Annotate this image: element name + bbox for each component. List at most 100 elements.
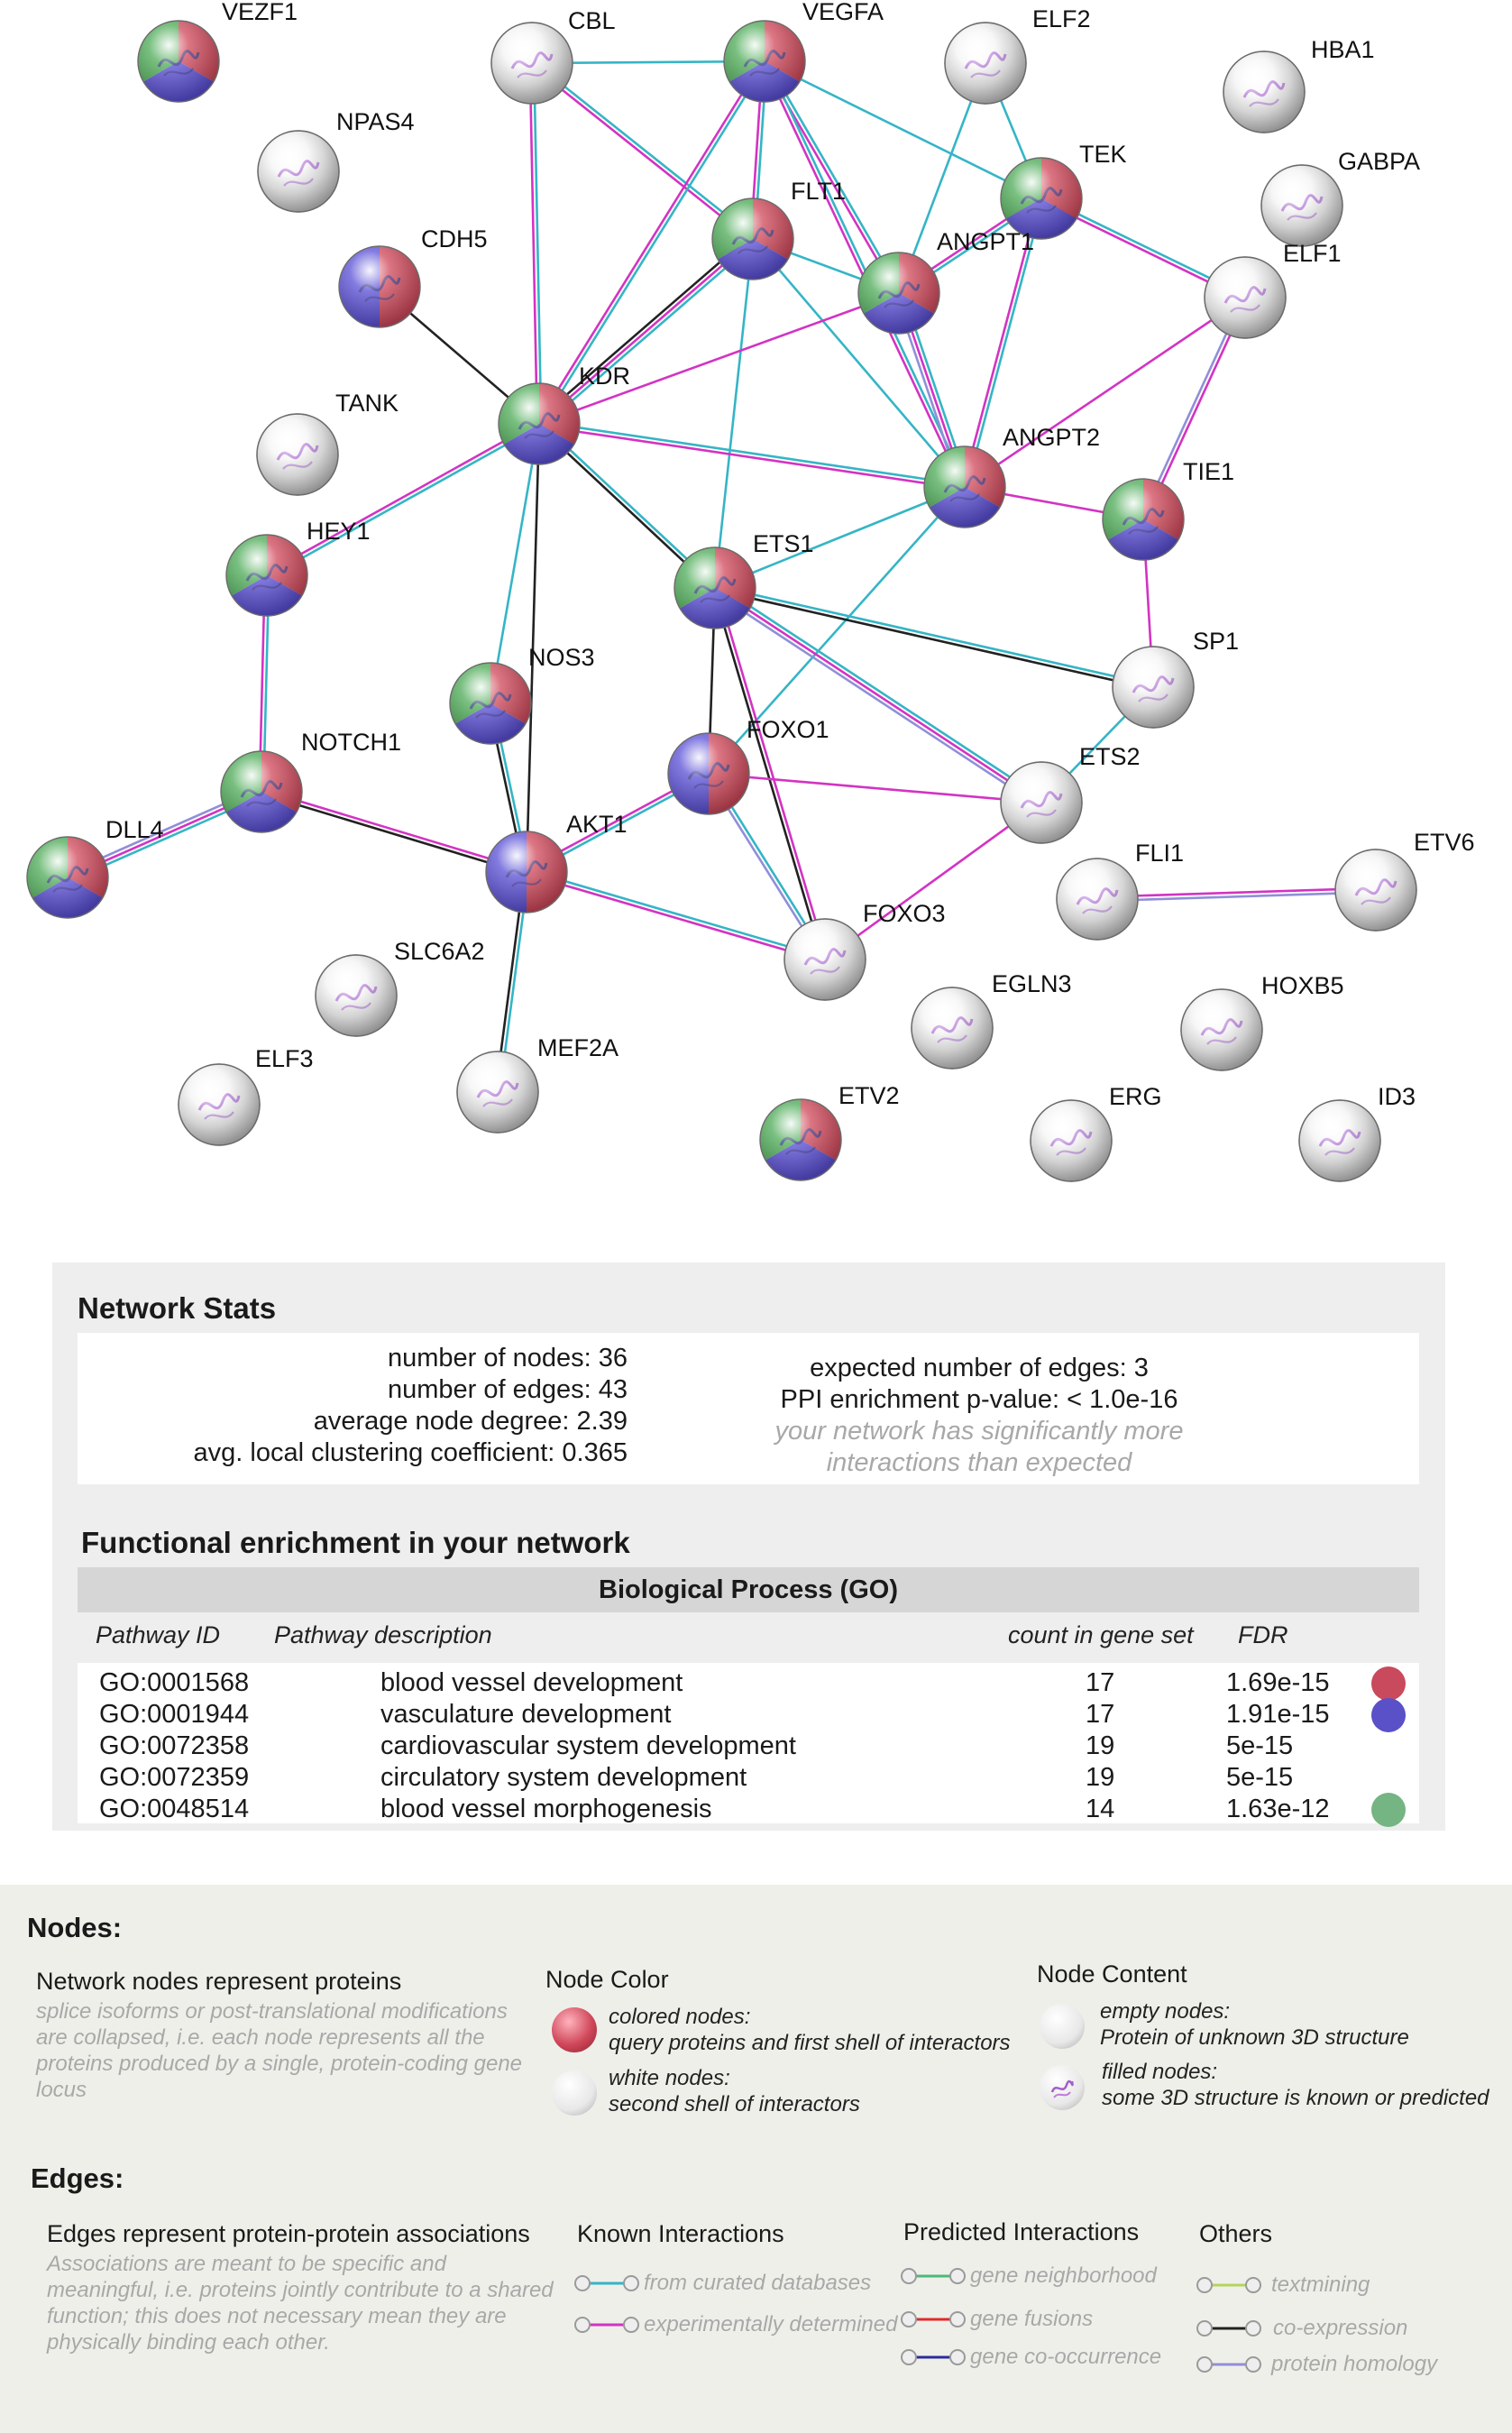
node-label: ID3	[1378, 1083, 1416, 1110]
node-tek[interactable]: TEK	[1000, 141, 1127, 240]
category-color-dot[interactable]	[1371, 1666, 1406, 1701]
node-elf3[interactable]: ELF3	[178, 1045, 314, 1146]
node-label: NOTCH1	[301, 729, 401, 756]
table-row[interactable]: GO:0072359 circulatory system developmen…	[78, 1763, 1419, 1795]
node-mef2a[interactable]: MEF2A	[456, 1034, 619, 1134]
pathway-description: blood vessel development	[380, 1668, 683, 1697]
node-kdr[interactable]: KDR	[498, 363, 630, 465]
network-edge[interactable]	[529, 60, 756, 242]
node-vezf1[interactable]: VEZF1	[137, 0, 298, 103]
col-header-fdr: FDR	[1238, 1621, 1288, 1648]
node-label: FOXO3	[863, 900, 946, 927]
node-fli1[interactable]: FLI1	[1056, 840, 1184, 941]
network-edge[interactable]	[1096, 886, 1377, 903]
network-edge[interactable]	[824, 801, 1042, 961]
network-edge[interactable]	[538, 420, 966, 491]
edge-line-db	[489, 423, 541, 704]
edge-curated-databases-icon	[574, 2275, 639, 2291]
network-edge[interactable]	[489, 423, 541, 704]
node-elf1[interactable]: ELF1	[1204, 240, 1342, 339]
legend-protein-homology: protein homology	[1271, 2352, 1438, 2376]
table-row[interactable]: GO:0048514 blood vessel morphogenesis 14…	[78, 1793, 1419, 1827]
node-ets2[interactable]: ETS2	[1000, 743, 1141, 844]
node-label: ETV6	[1414, 829, 1475, 856]
network-edge[interactable]	[714, 485, 966, 590]
edge-line-db	[708, 486, 966, 775]
legend-textmining: textmining	[1271, 2272, 1370, 2297]
biological-process-header: Biological Process (GO)	[78, 1567, 1419, 1612]
node-cbl[interactable]: CBL	[490, 7, 616, 105]
node-label: ETS2	[1079, 743, 1141, 770]
node-angpt1[interactable]: ANGPT1	[857, 228, 1034, 335]
node-sp1[interactable]: SP1	[1112, 628, 1239, 729]
node-flt1[interactable]: FLT1	[711, 178, 846, 280]
network-edge[interactable]	[711, 583, 1045, 807]
node-tank[interactable]: TANK	[256, 390, 399, 496]
table-row[interactable]: GO:0001944 vasculature development 17 1.…	[78, 1698, 1419, 1732]
edge-line-db	[715, 584, 1154, 687]
node-ets1[interactable]: ETS1	[674, 530, 814, 629]
network-edge[interactable]	[752, 238, 966, 488]
node-akt1[interactable]: AKT1	[485, 811, 628, 914]
node-vegfa[interactable]: VEGFA	[723, 0, 884, 103]
node-etv2[interactable]: ETV2	[759, 1082, 900, 1181]
node-angpt2[interactable]: ANGPT2	[923, 424, 1100, 528]
node-erg[interactable]: ERG	[1030, 1083, 1162, 1182]
edge-line-exp	[824, 801, 1042, 961]
node-tie1[interactable]: TIE1	[1102, 458, 1234, 561]
node-id3[interactable]: ID3	[1298, 1083, 1416, 1182]
network-edge[interactable]	[526, 868, 826, 963]
category-color-dot[interactable]	[1371, 1698, 1406, 1732]
node-foxo3[interactable]: FOXO3	[783, 900, 946, 1001]
node-nos3[interactable]: NOS3	[449, 644, 595, 745]
node-cdh5[interactable]: CDH5	[338, 225, 488, 328]
node-notch1[interactable]: NOTCH1	[220, 729, 401, 833]
node-gloss	[26, 836, 109, 919]
edge-line-hom	[1097, 890, 1377, 903]
table-row[interactable]: GO:0072358 cardiovascular system develop…	[78, 1731, 1419, 1763]
table-row[interactable]: GO:0001568 blood vessel development 17 1…	[78, 1666, 1419, 1701]
node-hoxb5[interactable]: HOXB5	[1180, 972, 1344, 1071]
node-gloss	[1102, 478, 1185, 561]
stat-ppi-pvalue: PPI enrichment p-value: < 1.0e-16	[780, 1385, 1178, 1414]
category-color-dot[interactable]	[1371, 1793, 1406, 1827]
network-edge[interactable]	[536, 234, 756, 428]
node-gabpa[interactable]: GABPA	[1260, 148, 1420, 247]
gene-count: 14	[1086, 1795, 1115, 1823]
node-foxo1[interactable]: FOXO1	[667, 716, 829, 815]
node-etv6[interactable]: ETV6	[1334, 829, 1475, 932]
legend-edges-title: Edges:	[31, 2162, 124, 2194]
network-edge[interactable]	[964, 296, 1246, 489]
network-edge[interactable]	[713, 238, 755, 589]
node-egln3[interactable]: EGLN3	[911, 970, 1072, 1070]
node-elf2[interactable]: ELF2	[944, 5, 1091, 105]
network-edge[interactable]	[525, 423, 541, 873]
network-edge[interactable]	[536, 60, 768, 426]
network-edge[interactable]	[711, 586, 829, 961]
network-edge[interactable]	[708, 772, 1042, 804]
filled-node-icon	[1040, 2065, 1085, 2110]
enrichment-table: GO:0001568 blood vessel development 17 1…	[78, 1663, 1419, 1827]
network-edge[interactable]	[265, 420, 541, 579]
node-label: KDR	[579, 363, 630, 390]
network-edge[interactable]	[961, 197, 1045, 488]
pathway-description: cardiovascular system development	[380, 1731, 796, 1760]
node-dll4[interactable]: DLL4	[26, 816, 164, 919]
node-slc6a2[interactable]: SLC6A2	[315, 938, 485, 1037]
network-edge[interactable]	[528, 62, 543, 425]
edge-line-exp	[1096, 886, 1376, 899]
network-edge[interactable]	[260, 788, 528, 876]
network-edge[interactable]	[538, 291, 900, 426]
edge-line-db	[527, 868, 826, 959]
network-edge[interactable]	[764, 60, 1042, 200]
network-edge[interactable]	[708, 486, 966, 775]
node-npas4[interactable]: NPAS4	[257, 108, 415, 213]
legend-filled-nodes-desc: some 3D structure is known or predicted	[1102, 2086, 1489, 2110]
node-hba1[interactable]: HBA1	[1223, 36, 1375, 133]
edge-line-coexp	[714, 588, 1153, 691]
edge-experimental-icon	[574, 2317, 639, 2333]
network-edge[interactable]	[714, 584, 1154, 691]
node-gloss	[759, 1098, 842, 1181]
node-hey1[interactable]: HEY1	[225, 518, 371, 617]
node-gloss	[137, 20, 220, 103]
